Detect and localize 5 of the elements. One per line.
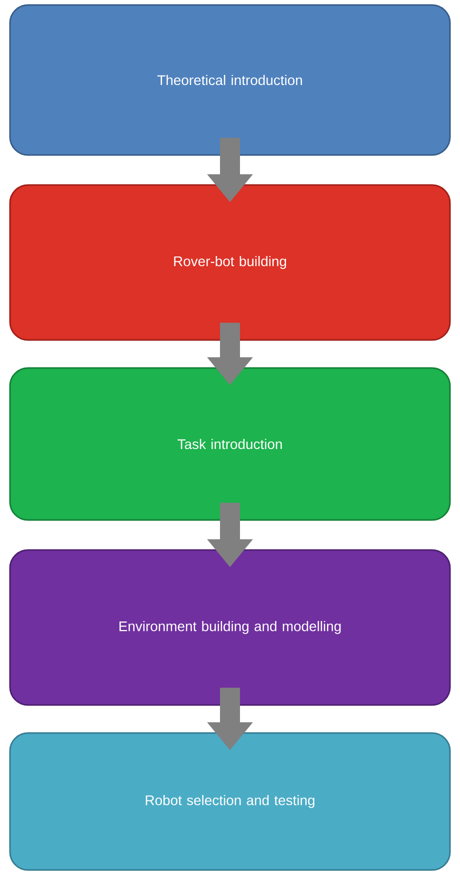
process-box: Rover-bot building [9,184,451,341]
process-box: Robot selection and testing [9,732,451,871]
process-box: Environment building and modelling [9,549,451,706]
process-box: Task introduction [9,367,451,521]
process-box: Theoretical introduction [9,4,451,156]
